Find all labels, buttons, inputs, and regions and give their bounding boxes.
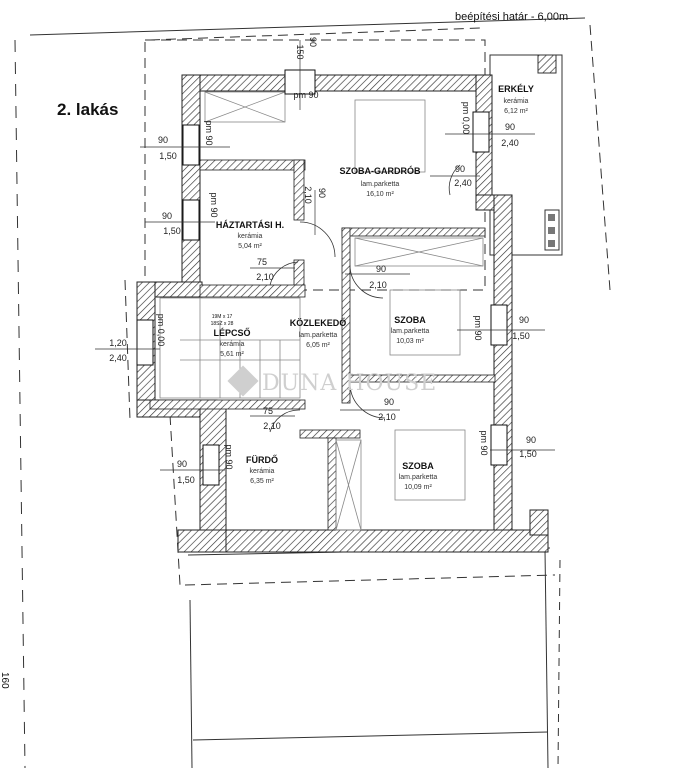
boundary-label-group: beépítési határ - 6,00m 160 — [0, 11, 568, 689]
stair-note: 19M x 17 — [212, 314, 233, 320]
room-floor: kerámia — [238, 233, 263, 240]
dim-note: pm 90 — [473, 315, 483, 340]
dim-bottom: 1,50 — [159, 151, 177, 161]
room-area: 10,03 m² — [396, 338, 424, 345]
dim-note: pm 90 — [293, 90, 318, 100]
room-name: LÉPCSŐ — [213, 327, 250, 338]
watermark: DUNA HOUSE — [227, 365, 437, 397]
dim-note: pm 0,00 — [461, 102, 471, 135]
dim-note: pm 90 — [479, 430, 489, 455]
dim-top: 90 — [505, 122, 515, 132]
dim-bottom: 1,50 — [519, 449, 537, 459]
dim-top: 90 — [158, 135, 168, 145]
room-name: ERKÉLY — [498, 84, 534, 94]
dim-bottom: 2,10 — [378, 412, 396, 422]
boundary-label: beépítési határ - 6,00m — [455, 11, 568, 23]
windows[interactable] — [136, 69, 508, 486]
dim-bottom: 2,40 — [454, 178, 472, 188]
room-floor: kerámia — [220, 341, 245, 348]
dim-bottom: 2,40 — [109, 353, 127, 363]
dim-top: 90 — [519, 315, 529, 325]
room-floor: lam.parketta — [299, 332, 338, 339]
room-area: 6,12 m² — [504, 108, 528, 115]
dim-top: 75 — [257, 257, 267, 267]
stair-note: 18SZ x 28 — [211, 321, 234, 327]
dim-bottom: 2,10 — [263, 421, 281, 431]
dim-top: 1,20 — [109, 338, 127, 348]
room-floor: kerámia — [250, 468, 275, 475]
room-area: 6,35 m² — [250, 478, 274, 485]
room-floor: kerámia — [504, 98, 529, 105]
room-name: FÜRDŐ — [246, 454, 278, 465]
watermark-text: DUNA HOUSE — [262, 371, 437, 396]
room-floor: lam.parketta — [361, 181, 400, 188]
dim-note: pm 90 — [209, 192, 219, 217]
room-area: 10,09 m² — [404, 484, 432, 491]
room-floor: lam.parketta — [391, 328, 430, 335]
dim-top: 90 — [317, 188, 327, 198]
room-name: SZOBA — [402, 461, 434, 471]
dim-top: 90 — [526, 435, 536, 445]
room-labels: SZOBA-GARDRÓB lam.parketta 16,10 m² ERKÉ… — [211, 84, 534, 491]
dim-top: 90 — [177, 459, 187, 469]
room-area: 5,04 m² — [238, 243, 262, 250]
dim-bottom: 2,10 — [369, 280, 387, 290]
dim-bottom: 1,50 — [163, 226, 181, 236]
room-floor: lam.parketta — [399, 474, 438, 481]
dim-bottom: 1,50 — [177, 475, 195, 485]
room-area: 16,10 m² — [366, 191, 394, 198]
dim-top: 75 — [263, 406, 273, 416]
dim-top: 90 — [308, 37, 318, 47]
dim-bottom: 150 — [295, 44, 305, 59]
room-area: 6,05 m² — [306, 342, 330, 349]
plan-title: 2. lakás — [57, 100, 119, 119]
dim-note: pm 90 — [224, 444, 234, 469]
room-area: 5,61 m² — [220, 351, 244, 358]
dim-bottom: 2,10 — [256, 272, 274, 282]
furniture — [159, 91, 484, 531]
dim-note: pm 0,00 — [156, 314, 166, 347]
side-dimension: 160 — [0, 672, 10, 689]
dim-bottom: 2,10 — [303, 186, 313, 204]
dim-top: 90 — [376, 264, 386, 274]
room-name: KÖZLEKEDŐ — [290, 317, 347, 328]
dim-bottom: 2,40 — [501, 138, 519, 148]
dim-top: 90 — [384, 397, 394, 407]
dim-bottom: 1,50 — [512, 331, 530, 341]
opening-dimensions: 150 90 pm 90 90 1,50 pm 90 90 1,50 pm 90… — [95, 37, 555, 485]
room-name: SZOBA — [394, 315, 426, 325]
dim-top: 90 — [162, 211, 172, 221]
dim-note: pm 90 — [204, 120, 214, 145]
room-name: HÁZTARTÁSI H. — [216, 220, 284, 230]
room-name: SZOBA-GARDRÓB — [340, 165, 421, 176]
dim-top: 90 — [455, 164, 465, 174]
internal-walls — [149, 159, 496, 531]
